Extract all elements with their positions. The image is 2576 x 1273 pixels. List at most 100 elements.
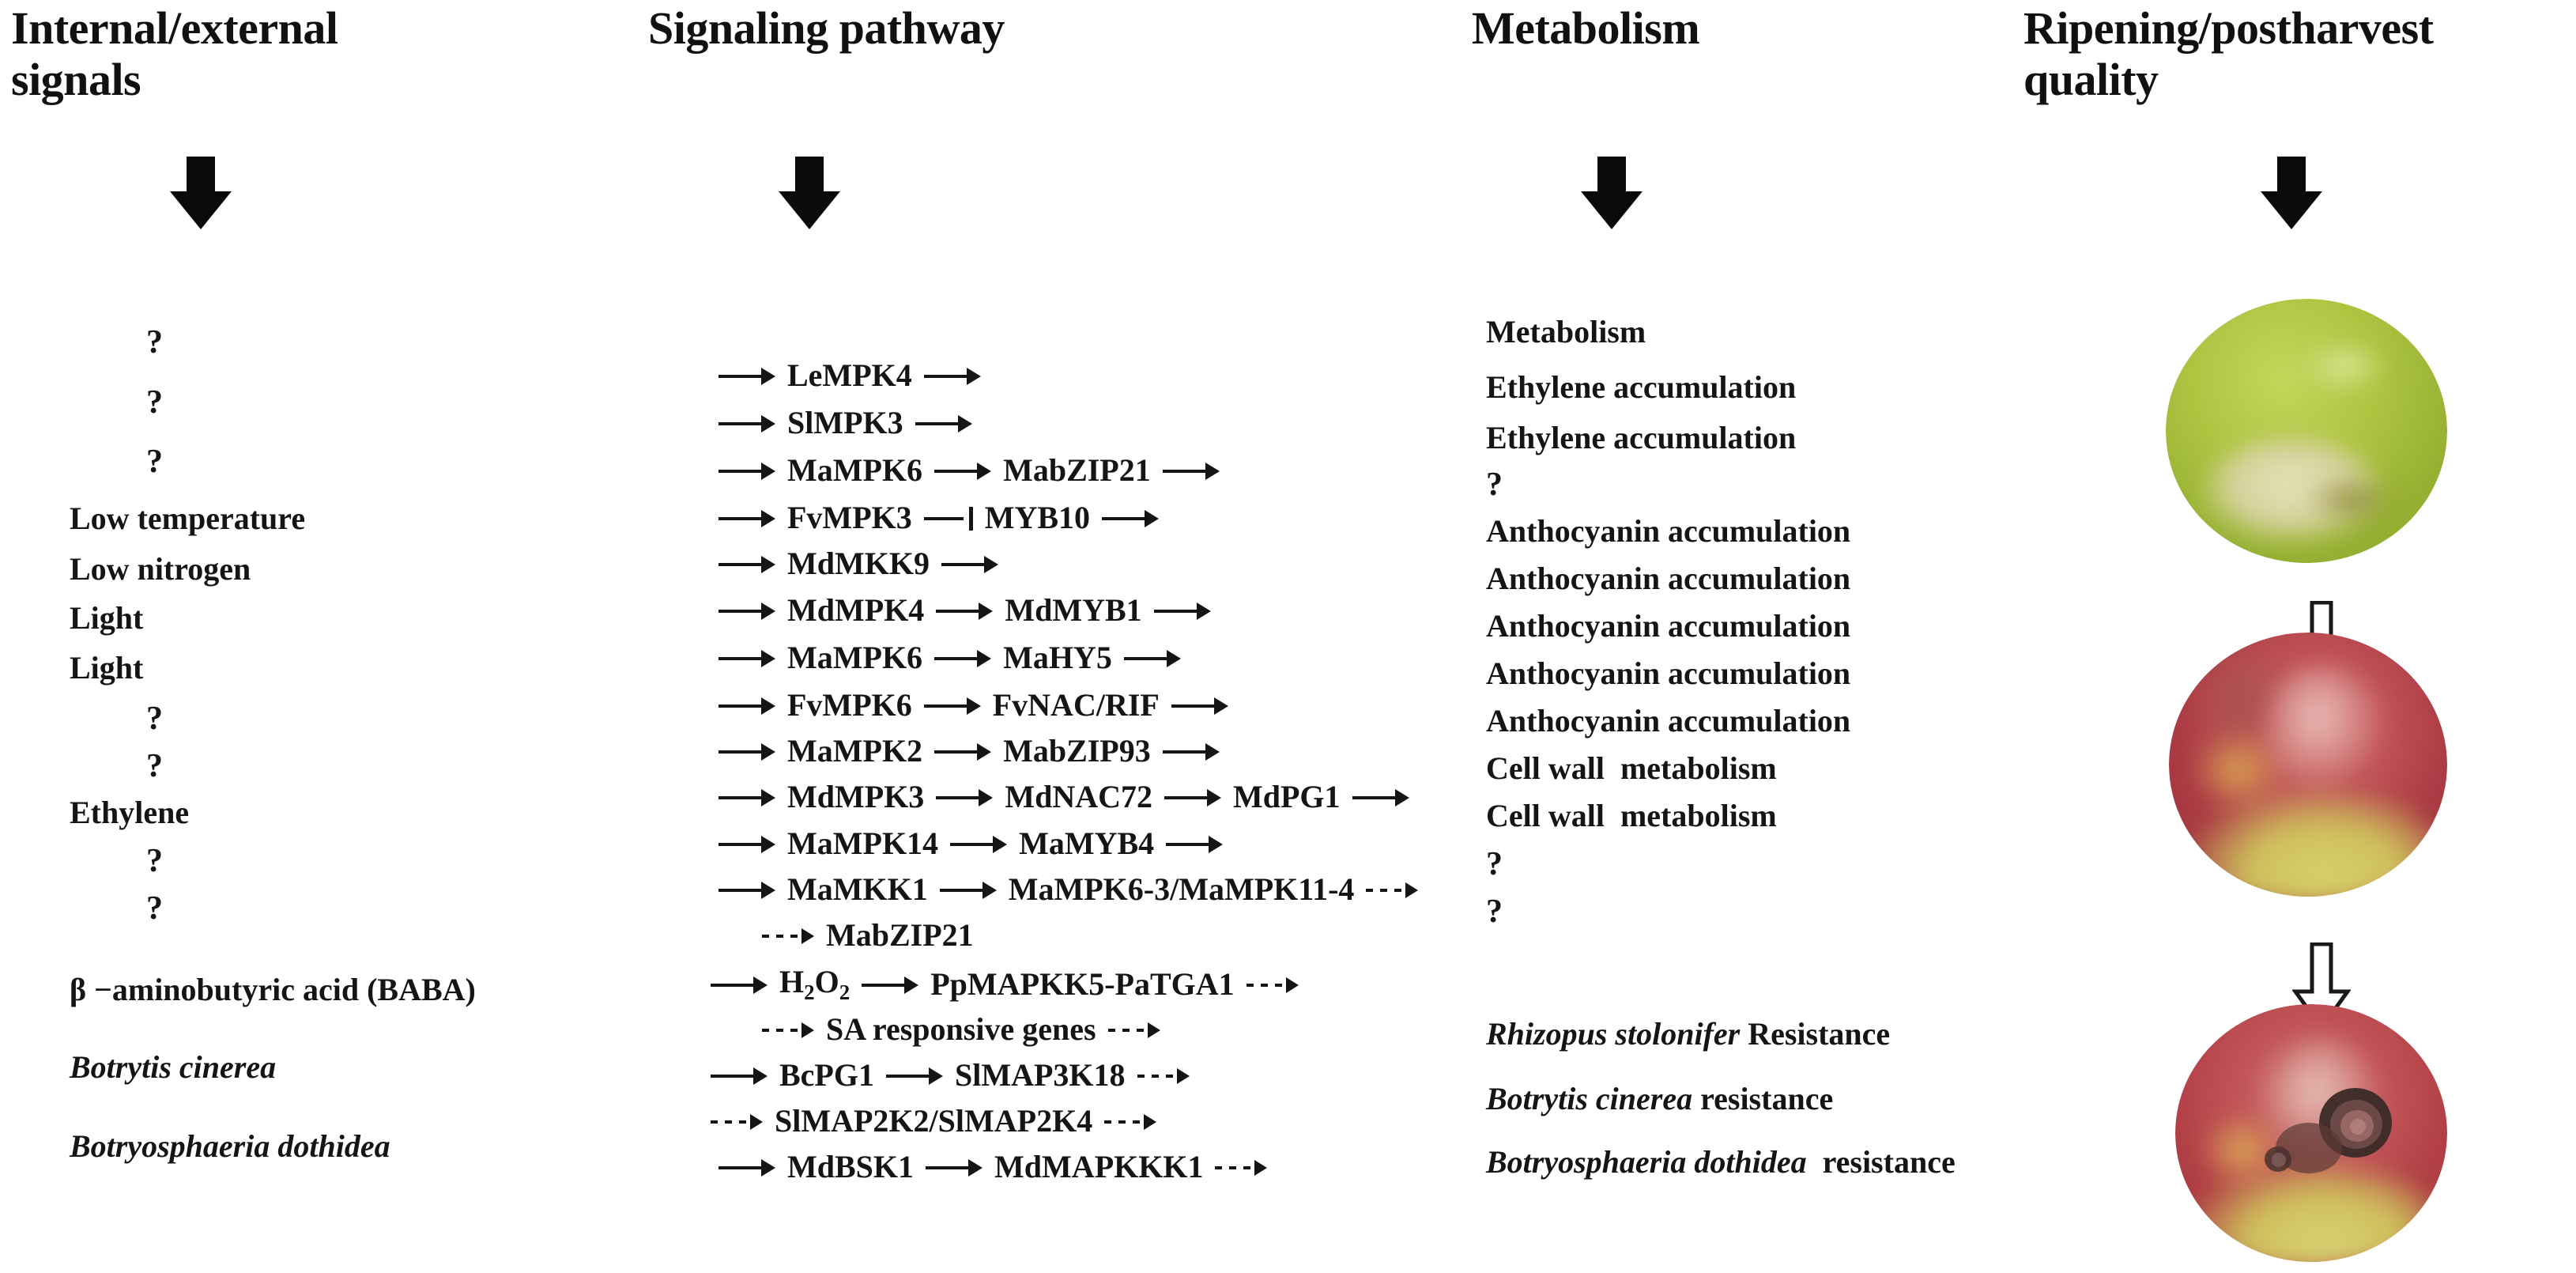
species-name: Botryosphaeria dothidea [1486,1144,1807,1180]
signal-label: Light [70,650,144,686]
signal-unknown-marker: ? [146,384,163,421]
arrow-icon [718,455,775,486]
arrow-icon [718,407,775,439]
arrow-icon [915,407,972,439]
metabolism-unknown-marker: ? [1486,467,1503,503]
pathway-node: MaMKK1 [787,871,928,907]
column-title-quality: Ripening/postharvest quality [2023,2,2434,105]
signal-unknown-marker: ? [146,890,163,927]
pathway-node: MabZIP21 [1003,452,1151,488]
arrow-icon [1162,455,1220,486]
arrow-icon [885,1060,943,1091]
pathway-node: FvNAC/RIF [992,687,1160,723]
signal-label: β −aminobutyric acid (BABA) [70,972,476,1007]
signal-label: Ethylene [70,795,190,830]
column-title-metabolism: Metabolism [1472,2,1700,54]
arrow-icon [1352,781,1409,813]
pathway-node: MdPG1 [1232,779,1341,814]
down-arrow-solid-icon-quality [2261,157,2322,229]
arrow-icon [950,828,1008,859]
arrow-icon [936,595,994,626]
arrow-icon [718,828,775,859]
arrow-icon [718,502,775,534]
arrow-icon [1162,735,1220,767]
down-arrow-solid-icon-pathway [779,157,840,229]
down-arrow-solid-icon-metabolism [1581,157,1643,229]
pathway-node: MaMPK6 [787,640,923,675]
pathway-row: LeMPK4 [711,360,988,391]
pathway-node: SlMAP3K18 [954,1057,1126,1093]
pathway-node: MabZIP21 [826,917,974,953]
pathway-node: PpMAPKK5-PaTGA1 [930,966,1235,1003]
metabolism-unknown-marker: ? [1486,846,1503,882]
arrow-icon [718,595,775,626]
pathway-node: LeMPK4 [787,357,912,393]
arrow-icon [718,781,775,813]
signal-label: Botryosphaeria dothidea [70,1128,390,1164]
pathway-node: MaMYB4 [1019,825,1155,861]
arrow-icon [923,360,981,391]
signal-label: Botrytis cinerea [70,1049,277,1085]
pathway-node: FvMPK3 [787,500,912,535]
dashed-arrow-icon [1366,874,1419,905]
arrow-icon [718,874,775,905]
dashed-arrow-icon [1215,1151,1268,1183]
inhibition-connector-icon [923,502,973,534]
outcome-label: Resistance [1740,1016,1891,1052]
signal-unknown-marker: ? [146,701,163,737]
fruit-unripe-image [2166,299,2447,563]
pathway-node: MaMPK6 [787,452,923,488]
pathway-node: MYB10 [984,500,1091,535]
pathway-row: SlMPK3 [711,407,979,439]
metabolism-label: Botryosphaeria dothidea resistance [1486,1146,1956,1178]
pathway-node: H2O2 [779,964,850,1004]
dashed-arrow-icon [1246,969,1299,1000]
pathway-node: MdMPK4 [787,592,925,628]
pathway-node: MdMYB1 [1005,592,1142,628]
arrow-icon [862,969,919,1000]
signal-unknown-marker: ? [146,748,163,784]
column-title-pathway: Signaling pathway [648,2,1005,54]
arrow-icon [718,360,775,391]
signal-unknown-marker: ? [146,843,163,879]
metabolism-label: Ethylene accumulation [1486,369,1797,405]
fruit-ripe-image [2169,633,2447,897]
pathway-row: H2O2 PpMAPKK5-PaTGA1 [703,966,1306,1003]
outcome-label: resistance [1692,1081,1834,1116]
arrow-icon [936,781,994,813]
arrow-icon [718,548,775,580]
arrow-icon [1102,502,1160,534]
fruit-diseased-image [2175,1004,2447,1262]
pathway-node: SlMPK3 [787,405,903,440]
dashed-arrow-icon [1137,1060,1190,1091]
metabolism-label: Rhizopus stolonifer Resistance [1486,1018,1890,1050]
arrow-icon [718,1151,775,1183]
arrow-icon [939,874,997,905]
pathway-node: MdMPK3 [787,779,925,814]
signal-label: Low nitrogen [70,551,251,587]
metabolism-label: Anthocyanin accumulation [1486,608,1851,644]
pathway-row: MdMKK9 [711,548,1005,580]
pathway-row: MabZIP21 [755,920,979,951]
pathway-node: SlMAP2K2/SlMAP2K4 [775,1103,1093,1139]
pathway-node: MabZIP93 [1003,733,1151,769]
dashed-arrow-icon [1107,1014,1160,1045]
column-title-signals: Internal/external signals [11,2,338,105]
metabolism-label: Cell wall metabolism [1486,750,1777,786]
arrow-icon [718,735,775,767]
arrow-icon [1153,595,1211,626]
arrow-icon [718,689,775,721]
signal-unknown-marker: ? [146,444,163,480]
dashed-arrow-icon [711,1105,763,1137]
signal-label: Low temperature [70,501,306,536]
arrow-icon [941,548,998,580]
metabolism-label: Metabolism [1486,314,1646,349]
signal-label: Light [70,600,144,636]
pathway-node: MdMAPKKK1 [994,1149,1204,1184]
arrow-icon [718,642,775,674]
